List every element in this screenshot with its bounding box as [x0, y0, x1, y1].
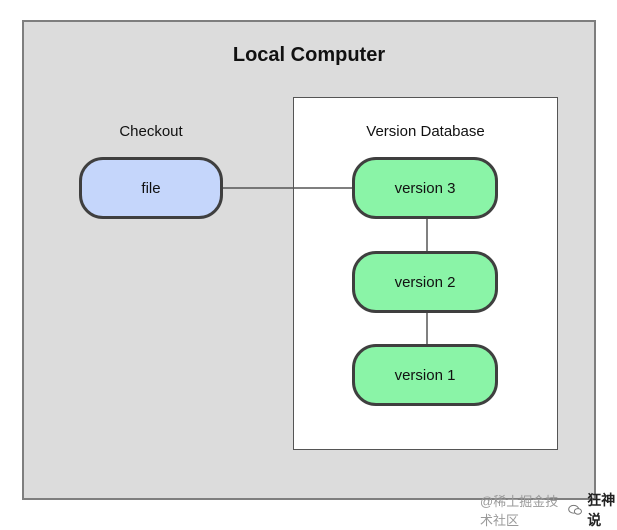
- version-1-node: version 1: [352, 344, 498, 406]
- version-2-node: version 2: [352, 251, 498, 313]
- version-2-label: version 2: [394, 273, 456, 291]
- version-3-node: version 3: [352, 157, 498, 219]
- checkout-label: Checkout: [119, 123, 183, 140]
- version-3-label: version 3: [394, 179, 456, 197]
- file-node: file: [79, 157, 223, 219]
- watermark-brand: 狂神说: [587, 492, 616, 528]
- version-1-label: version 1: [394, 366, 456, 384]
- version-database-label: Version Database: [366, 123, 485, 140]
- watermark-handle: @稀土掘金技术社区: [480, 494, 559, 528]
- watermark: @稀土掘金技术社区 狂神说: [480, 490, 617, 530]
- file-node-label: file: [141, 179, 161, 197]
- wechat-logo-icon: [568, 504, 583, 515]
- diagram-title: Local Computer: [232, 44, 386, 66]
